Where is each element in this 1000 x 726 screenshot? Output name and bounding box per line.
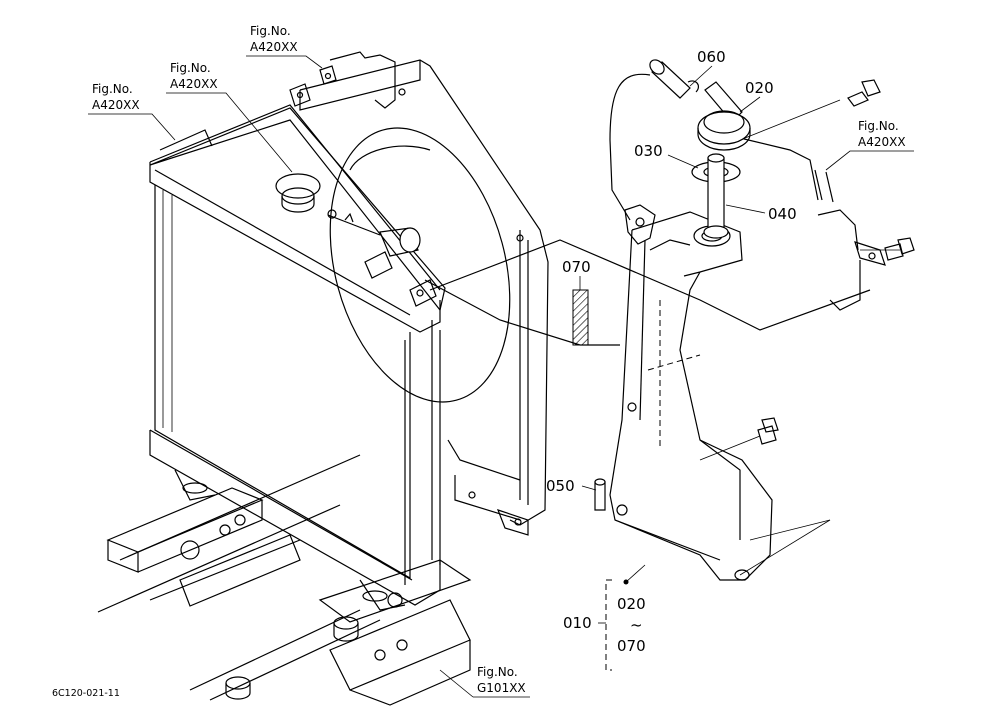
drawing-code: 6C120-021-11	[52, 688, 120, 699]
fig-ref-label: Fig.No.	[858, 119, 899, 133]
part-number-070: 070	[562, 258, 591, 276]
overflow-hoses	[424, 73, 871, 346]
fig-ref-label: Fig.No.	[477, 665, 518, 679]
label-070	[572, 289, 589, 346]
part-range-separator: ~	[630, 616, 643, 634]
fig-ref-hose-right: Fig.No. A420XX	[825, 119, 914, 171]
plug-050	[594, 478, 606, 511]
chassis-frame	[97, 454, 472, 706]
fig-ref-label: Fig.No.	[250, 24, 291, 38]
assembly-bracket	[605, 564, 646, 671]
fan-shroud	[299, 51, 549, 536]
fig-ref-code: A420XX	[250, 40, 298, 54]
part-number-060: 060	[697, 48, 726, 66]
fig-ref-shroud: Fig.No. A420XX	[246, 24, 323, 69]
part-range-to: 070	[617, 637, 646, 655]
fig-ref-code: G101XX	[477, 681, 526, 695]
fig-ref-code: A420XX	[170, 77, 218, 91]
part-number-030: 030	[634, 142, 663, 160]
fig-ref-chassis: Fig.No. G101XX	[439, 665, 530, 698]
fig-ref-radiator-left: Fig.No. A420XX	[88, 82, 176, 141]
tube-040	[703, 153, 729, 239]
fig-ref-label: Fig.No.	[92, 82, 133, 96]
part-number-040: 040	[768, 205, 797, 223]
radiator	[149, 65, 446, 611]
fig-ref-radiator-cap: Fig.No. A420XX	[166, 61, 293, 173]
part-number-050: 050	[546, 477, 575, 495]
fig-ref-label: Fig.No.	[170, 61, 211, 75]
part-number-020: 020	[745, 79, 774, 97]
part-number-010: 010	[563, 614, 592, 632]
part-range-from: 020	[617, 595, 646, 613]
fig-ref-code: A420XX	[92, 98, 140, 112]
fig-ref-code: A420XX	[858, 135, 906, 149]
cap-020	[697, 110, 751, 151]
